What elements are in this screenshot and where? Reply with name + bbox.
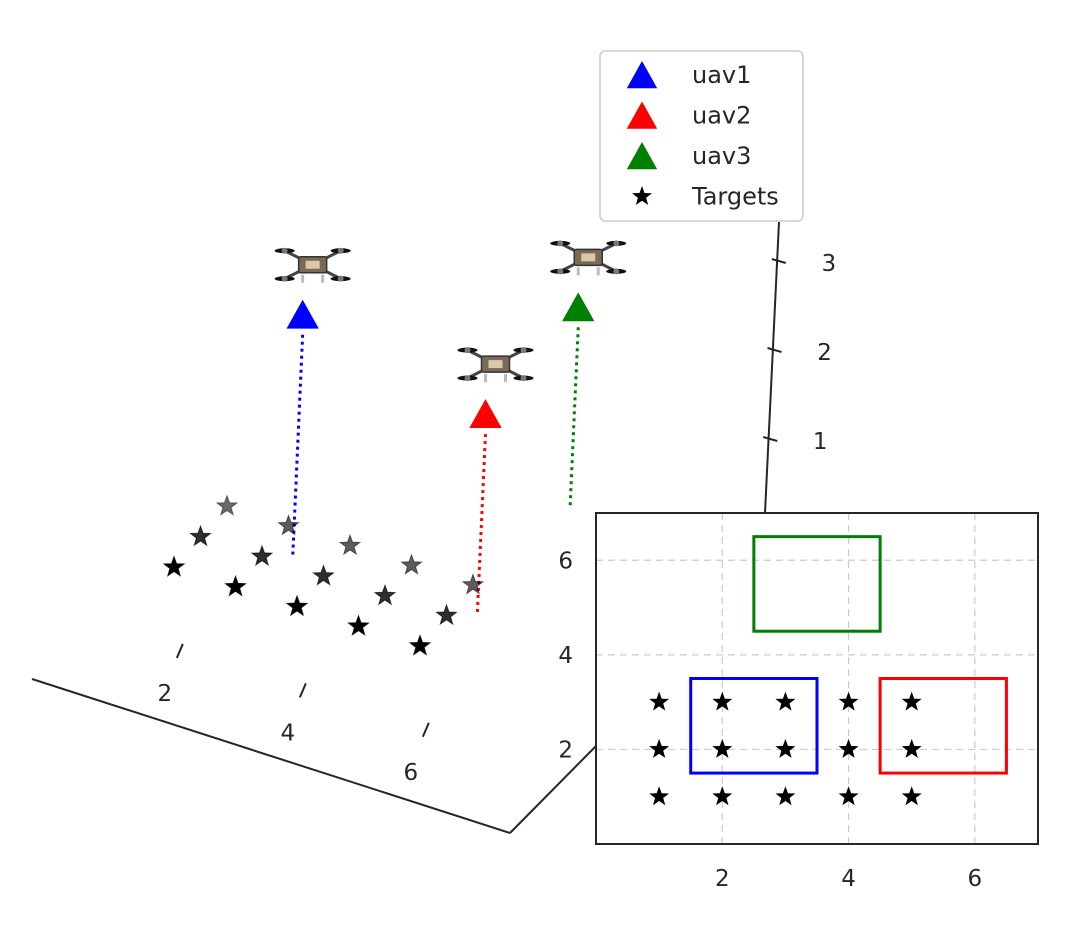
x-tick-label-3d: 6 xyxy=(404,760,419,786)
target-star-3d xyxy=(189,524,212,547)
target-star-3d xyxy=(277,513,300,536)
legend-label: uav2 xyxy=(692,102,751,130)
target-star-3d xyxy=(224,574,247,597)
legend-marker-uav2 xyxy=(626,101,658,129)
legend-label: Targets xyxy=(691,183,779,211)
inset-target-star xyxy=(712,786,733,806)
legend-label: uav3 xyxy=(692,142,751,170)
target-star-3d xyxy=(347,614,370,636)
target-star-3d xyxy=(285,594,309,617)
target-star-3d xyxy=(408,634,432,656)
z-axis-3d xyxy=(764,221,780,514)
drone-icon xyxy=(456,345,535,384)
target-star-3d xyxy=(400,553,423,575)
legend-frame xyxy=(599,50,804,222)
target-star-3d xyxy=(338,533,362,556)
inset-target-star xyxy=(712,691,733,711)
uav-marker-uav3 xyxy=(562,292,595,322)
inset-target-star xyxy=(775,691,796,711)
inset-target-star xyxy=(901,738,922,758)
inset-x-tick-label: 4 xyxy=(841,866,856,892)
inset-target-star xyxy=(901,691,922,711)
target-star-3d xyxy=(312,564,335,586)
inset-frame xyxy=(595,512,1039,845)
x-axis-3d xyxy=(31,678,511,834)
target-star-3d xyxy=(215,494,239,516)
inset-target-star xyxy=(838,738,859,758)
inset-target-star xyxy=(649,691,670,711)
inset-target-star xyxy=(649,738,670,758)
inset-y-tick-label: 4 xyxy=(558,643,573,669)
inset-target-star xyxy=(649,786,670,806)
target-star-3d xyxy=(373,583,397,606)
inset-target-star xyxy=(838,786,859,806)
target-star-3d xyxy=(162,555,186,577)
z-tick-label-3d: 2 xyxy=(817,340,832,366)
inset-y-tick-label: 6 xyxy=(558,548,573,574)
legend-marker-uav3 xyxy=(626,142,658,170)
uav-marker-uav1 xyxy=(286,299,319,329)
3d-scene: 2 4 6 1 2 3 xyxy=(31,221,836,834)
inset-y-tick-label: 2 xyxy=(558,737,573,763)
inset-plot: 2 4 6 2 4 6 xyxy=(558,512,1039,892)
z-tick-3d xyxy=(762,436,778,442)
legend-marker-targets xyxy=(632,186,652,205)
drop-line-uav3 xyxy=(568,327,580,509)
z-tick-3d xyxy=(771,258,787,264)
drop-line-uav2 xyxy=(475,434,487,616)
inset-target-star xyxy=(712,738,733,758)
x-tick-3d xyxy=(298,682,307,698)
z-tick-label-3d: 3 xyxy=(821,251,836,277)
coverage-region xyxy=(752,535,882,633)
target-star-3d xyxy=(435,603,458,626)
x-tick-label-3d: 4 xyxy=(281,720,296,746)
x-tick-label-3d: 2 xyxy=(158,681,173,707)
inset-x-tick-label: 2 xyxy=(715,866,730,892)
x-tick-3d xyxy=(421,722,430,738)
drone-icon xyxy=(273,246,353,285)
inset-target-star xyxy=(838,691,859,711)
target-star-3d xyxy=(250,544,274,567)
target-star-3d xyxy=(461,573,485,595)
legend-marker-uav1 xyxy=(626,61,658,89)
z-tick-3d xyxy=(767,347,782,353)
y-axis-3d xyxy=(509,745,597,834)
coverage-region xyxy=(689,677,819,775)
uav-marker-uav2 xyxy=(469,399,502,428)
drop-line-uav1 xyxy=(291,334,305,557)
inset-target-star xyxy=(775,738,796,758)
3d-axes: 2 4 6 1 2 3 xyxy=(31,221,836,834)
x-tick-3d xyxy=(175,643,184,659)
inset-target-star xyxy=(901,786,922,806)
coverage-region xyxy=(878,677,1008,775)
inset-target-star xyxy=(775,786,796,806)
legend-label: uav1 xyxy=(692,61,751,89)
inset-x-tick-label: 6 xyxy=(968,866,983,892)
drone-icon xyxy=(548,238,628,277)
z-tick-label-3d: 1 xyxy=(813,429,828,455)
